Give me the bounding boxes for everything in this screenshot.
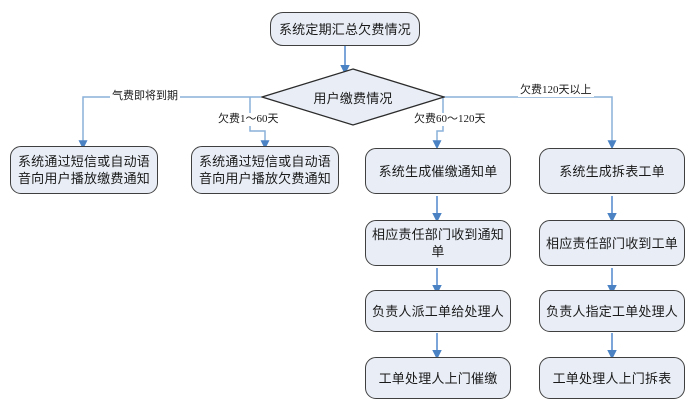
node-col4-step3[interactable]: 负责人指定工单处理人 bbox=[539, 290, 685, 332]
node-col4-step4-label: 工单处理人上门拆表 bbox=[552, 370, 672, 386]
node-col3-step2[interactable]: 相应责任部门收到通知单 bbox=[365, 220, 511, 266]
node-col3-step1[interactable]: 系统生成催缴通知单 bbox=[365, 148, 511, 194]
node-col3-step2-label: 相应责任部门收到通知单 bbox=[372, 227, 505, 259]
node-col2-step1-label: 系统通过短信或自动语音向用户播放欠费通知 bbox=[198, 154, 331, 186]
node-col4-step1-label: 系统生成拆表工单 bbox=[559, 163, 665, 179]
node-col4-step2-label: 相应责任部门收到工单 bbox=[546, 235, 679, 251]
diamond-shape bbox=[261, 68, 445, 126]
edge-label-overdue-60-120: 欠费60～120天 bbox=[412, 113, 488, 126]
node-col3-step3-label: 负责人派工单给处理人 bbox=[372, 303, 505, 319]
node-col1-step1[interactable]: 系统通过短信或自动语音向用户播放缴费通知 bbox=[10, 146, 158, 194]
node-col4-step1[interactable]: 系统生成拆表工单 bbox=[539, 148, 685, 194]
node-decision[interactable]: 用户缴费情况 bbox=[261, 68, 445, 126]
node-col4-step3-label: 负责人指定工单处理人 bbox=[546, 303, 679, 319]
edge-label-overdue-120-plus: 欠费120天以上 bbox=[518, 84, 594, 97]
node-col3-step4-label: 工单处理人上门催缴 bbox=[378, 370, 498, 386]
node-col3-step4[interactable]: 工单处理人上门催缴 bbox=[365, 357, 511, 399]
edge-label-gas-due: 气费即将到期 bbox=[110, 90, 180, 103]
node-start[interactable]: 系统定期汇总欠费情况 bbox=[270, 12, 420, 46]
node-decision-label: 用户缴费情况 bbox=[313, 90, 393, 106]
node-col4-step4[interactable]: 工单处理人上门拆表 bbox=[539, 357, 685, 399]
node-col3-step3[interactable]: 负责人派工单给处理人 bbox=[365, 290, 511, 332]
node-col3-step1-label: 系统生成催缴通知单 bbox=[378, 163, 498, 179]
node-col4-step2[interactable]: 相应责任部门收到工单 bbox=[539, 220, 685, 266]
node-col2-step1[interactable]: 系统通过短信或自动语音向用户播放欠费通知 bbox=[191, 146, 339, 194]
edge-label-overdue-1-60: 欠费1～60天 bbox=[216, 113, 281, 126]
node-col1-step1-label: 系统通过短信或自动语音向用户播放缴费通知 bbox=[17, 154, 150, 186]
node-start-label: 系统定期汇总欠费情况 bbox=[278, 21, 411, 37]
